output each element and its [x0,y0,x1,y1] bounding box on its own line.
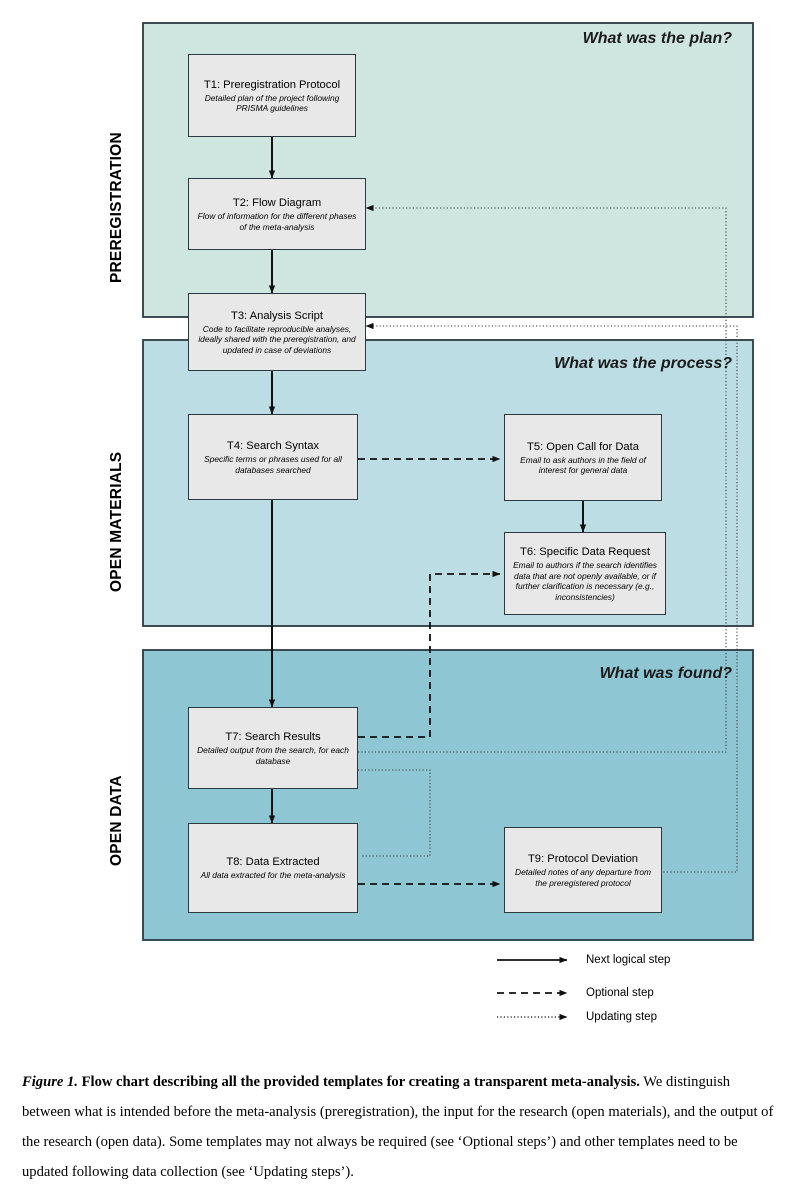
band-label-open-data: OPEN DATA [108,775,125,866]
band-heading-preregistration: What was the plan? [582,30,732,47]
node-t4-title: T4: Search Syntax [226,440,320,452]
node-t5-title: T5: Open Call for Data [527,440,639,453]
node-t1-desc: Detailed plan of the project following P… [204,92,340,114]
node-t3-desc: Code to facilitate reproducible analyses… [198,323,356,355]
node-t1-title: T1: Preregistration Protocol [203,78,341,91]
figure-caption-lead: Flow chart describing all the provided t… [77,1074,640,1090]
legend: Next logical step Optional step Updating… [490,946,790,1032]
node-t3[interactable]: T3: Analysis Script Code to facilitate r… [188,293,366,371]
legend-label-updating-step: Updating step [586,1011,657,1023]
edge-t9-to-t3 [365,322,738,873]
node-t5-desc: Email to ask authors in the field of int… [520,454,646,476]
band-label-preregistration: PREREGISTRATION [108,132,125,283]
legend-label-next-logical-step: Next logical step [586,954,671,966]
band-heading-open-materials: What was the process? [554,355,732,372]
edge-t7-to-t6 [358,570,501,738]
legend-label-optional-step: Optional step [586,987,654,999]
node-t6[interactable]: T6: Specific Data Request Email to autho… [504,532,666,615]
node-t9-title: T9: Protocol Deviation [527,853,639,865]
node-t6-desc: Email to authors if the search identifie… [513,560,657,602]
node-t7-desc: Detailed output from the search, for eac… [197,745,349,766]
edge-t7-to-t2 [358,204,727,753]
figure-caption-number: Figure 1. [22,1074,78,1090]
node-t7[interactable]: T7: Search Results Detailed output from … [188,707,358,789]
node-t2-desc: Flow of information for the different ph… [197,211,357,232]
node-t4-desc: Specific terms or phrases used for all d… [204,454,342,475]
figure-caption-body: We distinguish between what is intended … [22,1074,774,1180]
node-t9[interactable]: T9: Protocol Deviation Detailed notes of… [504,827,662,913]
band-heading-open-data: What was found? [599,665,732,682]
node-t9-desc: Detailed notes of any departure from the… [515,867,651,888]
node-t2-title: T2: Flow Diagram [232,197,322,209]
node-t4[interactable]: T4: Search Syntax Specific terms or phra… [188,414,358,500]
node-t2[interactable]: T2: Flow Diagram Flow of information for… [188,178,366,250]
node-t8-title: T8: Data Extracted [226,856,320,869]
node-t5[interactable]: T5: Open Call for Data Email to ask auth… [504,414,662,501]
node-t7-title: T7: Search Results [225,731,321,743]
node-t8-desc: All data extracted for the meta-analysis [200,870,346,881]
node-t3-title: T3: Analysis Script [230,309,324,322]
band-label-open-materials: OPEN MATERIALS [108,451,125,592]
node-t6-title: T6: Specific Data Request [520,546,650,558]
node-t8[interactable]: T8: Data Extracted All data extracted fo… [188,823,358,913]
figure-caption: Figure 1. Flow chart describing all the … [22,1068,782,1188]
node-t1[interactable]: T1: Preregistration Protocol Detailed pl… [188,54,356,137]
